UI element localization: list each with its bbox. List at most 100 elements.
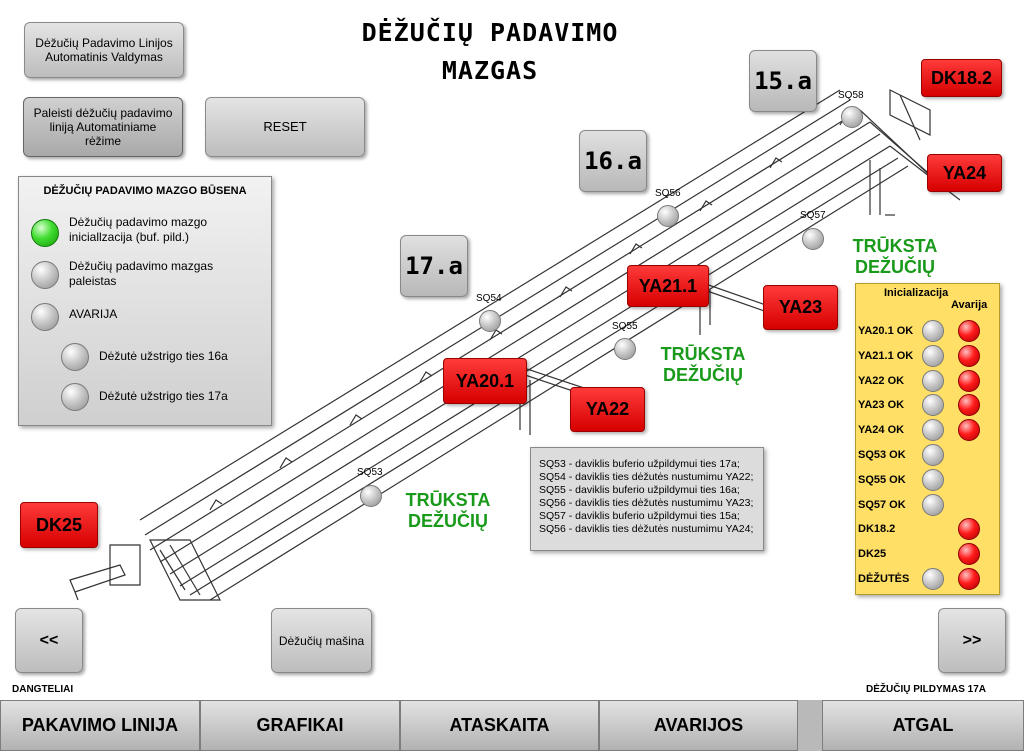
init-ok-lamp [922, 419, 944, 442]
init-row: DK18.2 [856, 517, 1001, 541]
actuator-ya22[interactable]: YA22 [570, 387, 645, 432]
alarm-lamp [958, 394, 980, 417]
init-ok-lamp [922, 444, 944, 466]
sensor-sq56-label: SQ56 [655, 188, 681, 199]
legend-line: SQ56 - daviklis ties dėžutės nustumimu Y… [539, 523, 754, 535]
init-row-label: YA21.1 OK [858, 349, 914, 362]
sensor-sq54-lamp [479, 310, 501, 332]
init-row: DK25 [856, 542, 1001, 566]
sensor-sq58-label: SQ58 [838, 90, 864, 101]
init-ok-lamp [922, 394, 944, 417]
init-row: YA21.1 OK [856, 344, 1001, 368]
legend-line: SQ54 - daviklis ties dėžutės nustumimu Y… [539, 471, 754, 483]
nav-packing-line[interactable]: PAKAVIMO LINIJA [0, 700, 200, 751]
actuator-ya20-1[interactable]: YA20.1 [443, 358, 527, 404]
sensor-sq53-lamp [360, 485, 382, 507]
legend-line: SQ57 - daviklis buferio užpildymui ties … [539, 510, 740, 522]
page-title: DĖŽUČIŲ PADAVIMO MAZGAS [330, 14, 650, 90]
sensor-sq56-lamp [657, 205, 679, 227]
reset-button[interactable]: RESET [205, 97, 365, 157]
init-row-label: DK25 [858, 548, 887, 561]
status-label-started: Dėžučių padavimo mazgas paleistas [69, 259, 214, 288]
status-lamp-jam-16a [61, 343, 89, 371]
missing-boxes-17a: TRŪKSTA DEŽUČIŲ [393, 490, 503, 532]
sensor-sq57-label: SQ57 [800, 210, 826, 221]
actuator-dk25-label: DK25 [35, 514, 83, 535]
actuator-ya23[interactable]: YA23 [763, 285, 838, 330]
missing-boxes-17a-line2: DEŽUČIŲ [408, 511, 488, 531]
alarm-lamp [958, 320, 980, 342]
next-button[interactable]: >> [938, 608, 1006, 673]
init-header: Inicializacija [884, 287, 949, 299]
actuator-ya21-1[interactable]: YA21.1 [627, 265, 709, 307]
box-machine-button[interactable]: Dėžučių mašina [271, 608, 372, 673]
sensor-sq54-label: SQ54 [476, 293, 502, 304]
actuator-dk18-2[interactable]: DK18.2 [921, 59, 1002, 97]
station-16a-label: 16.a [584, 147, 642, 175]
start-auto-label: Paleisti dėžučių padavimo liniją Automat… [33, 106, 173, 148]
status-label-alarm: AVARIJA [69, 307, 118, 321]
actuator-dk25[interactable]: DK25 [20, 502, 98, 548]
title-line-1: DĖŽUČIŲ PADAVIMO [361, 18, 619, 47]
actuator-ya23-label: YA23 [778, 297, 823, 317]
status-lamp-init [31, 219, 59, 247]
nav-alarms[interactable]: AVARIJOS [599, 700, 798, 751]
legend-line: SQ55 - daviklis buferio užpildymui ties … [539, 484, 740, 496]
status-panel: DĖŽUČIŲ PADAVIMO MAZGO BŪSENA Dėžučių pa… [18, 176, 272, 426]
missing-boxes-15a-line1: TRŪKSTA [852, 236, 938, 256]
init-row: SQ53 OK [856, 443, 1001, 467]
alarm-lamp [958, 369, 980, 392]
init-row: DĖŽUTĖS [856, 567, 1001, 591]
init-row-label: DK18.2 [858, 523, 896, 536]
start-auto-button[interactable]: Paleisti dėžučių padavimo liniją Automat… [23, 97, 183, 157]
title-line-2: MAZGAS [441, 56, 539, 85]
legend-line: SQ53 - daviklis buferio užpildymui ties … [539, 458, 740, 470]
sensor-legend: SQ53 - daviklis buferio užpildymui ties … [530, 447, 764, 551]
station-17a-label: 17.a [405, 252, 463, 280]
prev-button[interactable]: << [15, 608, 83, 673]
init-row-label: YA23 OK [858, 399, 905, 412]
nav-reports[interactable]: ATASKAITA [400, 700, 599, 751]
actuator-ya21-1-label: YA21.1 [638, 275, 698, 296]
missing-boxes-15a-line2: DEŽUČIŲ [855, 257, 935, 277]
nav-graphs[interactable]: GRAFIKAI [200, 700, 400, 751]
init-row-label: DĖŽUTĖS [858, 573, 910, 585]
station-17a: 17.a [400, 235, 468, 297]
missing-boxes-16a: TRŪKSTA DEŽUČIŲ [648, 344, 758, 386]
actuator-ya24[interactable]: YA24 [927, 154, 1002, 192]
sensor-sq57-lamp [802, 228, 824, 250]
status-label-jam-17a: Dėžutė užstrigo ties 17a [99, 389, 228, 403]
caption-right: DĖŽUČIŲ PILDYMAS 17A [866, 684, 987, 695]
auto-control-label: Dėžučių Padavimo Linijos Automatinis Val… [35, 36, 173, 64]
init-row: YA20.1 OK [856, 319, 1001, 343]
station-16a: 16.a [579, 130, 647, 192]
sensor-sq58-lamp [841, 106, 863, 128]
status-label-jam-16a: Dėžutė užstrigo ties 16a [99, 349, 228, 363]
alarm-lamp [958, 568, 980, 590]
status-lamp-alarm [31, 303, 59, 331]
init-ok-lamp [922, 493, 944, 516]
nav-back[interactable]: ATGAL [822, 700, 1024, 751]
status-label-init: Dėžučių padavimo mazgo iniciallzacija (b… [69, 215, 208, 244]
prev-label: << [39, 631, 59, 649]
caption-left: DANGTELIAI [12, 684, 74, 695]
actuator-dk18-2-label: DK18.2 [930, 67, 993, 88]
init-row: YA24 OK [856, 418, 1001, 442]
actuator-ya24-label: YA24 [942, 162, 987, 183]
nav-reports-label: ATASKAITA [449, 715, 550, 735]
init-row: YA22 OK [856, 369, 1001, 393]
init-ok-lamp [922, 369, 944, 392]
init-row: YA23 OK [856, 393, 1001, 417]
nav-packing-line-label: PAKAVIMO LINIJA [21, 715, 179, 735]
init-row-label: YA22 OK [858, 374, 905, 387]
station-15a-label: 15.a [754, 67, 812, 95]
init-row: SQ57 OK [856, 493, 1001, 517]
init-row-label: YA20.1 OK [858, 325, 914, 337]
auto-control-button[interactable]: Dėžučių Padavimo Linijos Automatinis Val… [24, 22, 184, 78]
init-row: SQ55 OK [856, 468, 1001, 492]
init-ok-lamp [922, 568, 944, 590]
missing-boxes-16a-line2: DEŽUČIŲ [663, 365, 743, 385]
status-panel-header: DĖŽUČIŲ PADAVIMO MAZGO BŪSENA [43, 185, 247, 197]
status-lamp-jam-17a [61, 383, 89, 411]
